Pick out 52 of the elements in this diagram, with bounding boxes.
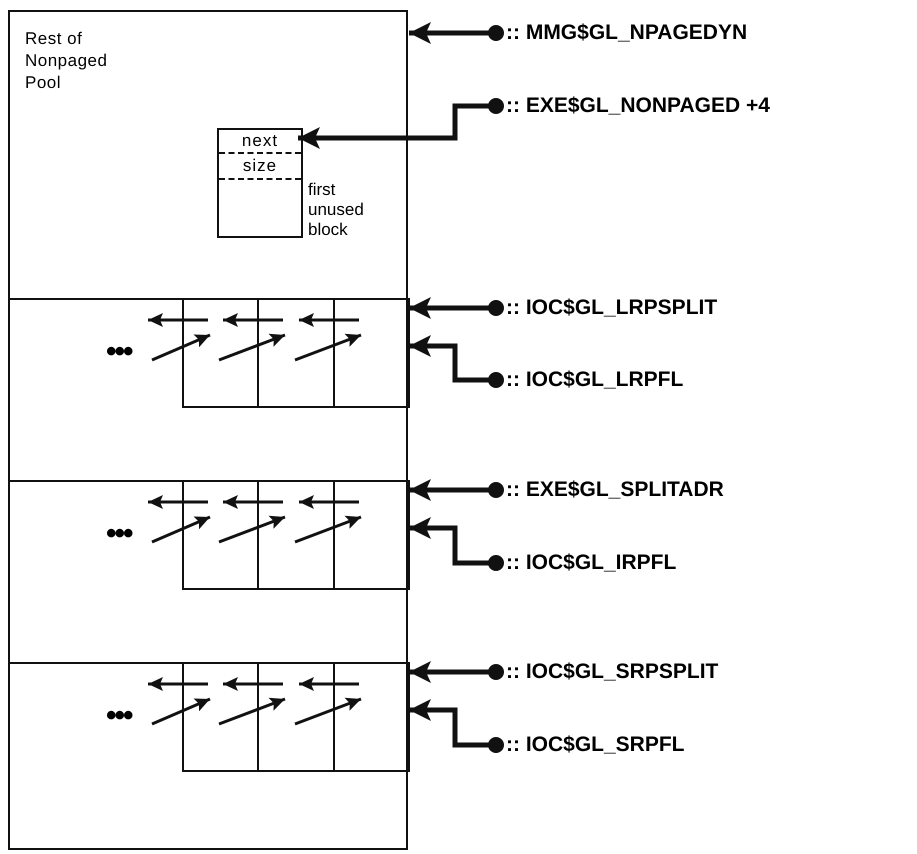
link-arrow xyxy=(299,495,359,509)
block-field: next xyxy=(219,130,301,154)
memory-region xyxy=(8,10,408,300)
pointer-arrow xyxy=(409,479,504,501)
link-arrow xyxy=(148,677,208,691)
block-caption: first unused block xyxy=(308,180,365,240)
pointer-arrow xyxy=(409,22,504,44)
region-label: Rest of Nonpaged Pool xyxy=(25,28,108,94)
memory-region xyxy=(8,662,408,850)
link-arrow xyxy=(223,495,283,509)
link-arrow xyxy=(218,334,286,362)
link-arrow xyxy=(151,516,211,544)
pointer-label: :: IOC$GL_SRPSPLIT xyxy=(506,658,718,686)
memory-block xyxy=(217,128,303,238)
link-arrow xyxy=(151,698,211,726)
pointer-arrow xyxy=(409,661,504,683)
ellipsis-dots: ••• xyxy=(106,704,152,728)
list-entry xyxy=(333,662,410,772)
link-arrow xyxy=(148,495,208,509)
block-field: size xyxy=(219,154,301,180)
link-arrow xyxy=(218,698,286,726)
ellipsis-dots: ••• xyxy=(106,522,152,546)
link-arrow xyxy=(223,313,283,327)
pointer-arrow xyxy=(298,98,504,149)
link-arrow xyxy=(294,334,362,362)
ellipsis-dots: ••• xyxy=(106,340,152,364)
link-arrow xyxy=(299,677,359,691)
list-entry xyxy=(182,480,259,590)
pointer-arrow xyxy=(409,297,504,319)
pointer-label: :: IOC$GL_LRPFL xyxy=(506,366,684,394)
link-arrow xyxy=(148,313,208,327)
list-entry xyxy=(182,662,259,772)
link-arrow xyxy=(223,677,283,691)
pointer-label: :: MMG$GL_NPAGEDYN xyxy=(506,19,748,47)
list-entry xyxy=(333,480,410,590)
memory-region xyxy=(8,298,408,482)
link-arrow xyxy=(294,698,362,726)
link-arrow xyxy=(294,516,362,544)
memory-region xyxy=(8,480,408,664)
pointer-arrow xyxy=(409,517,504,571)
link-arrow xyxy=(218,516,286,544)
pointer-label: :: EXE$GL_NONPAGED +4 xyxy=(506,92,770,120)
pointer-label: :: IOC$GL_LRPSPLIT xyxy=(506,294,718,322)
link-arrow xyxy=(151,334,211,362)
list-entry xyxy=(182,298,259,408)
pointer-label: :: IOC$GL_IRPFL xyxy=(506,549,676,577)
pointer-label: :: EXE$GL_SPLITADR xyxy=(506,476,724,504)
list-entry xyxy=(333,298,410,408)
pointer-arrow xyxy=(409,699,504,753)
link-arrow xyxy=(299,313,359,327)
pointer-label: :: IOC$GL_SRPFL xyxy=(506,731,685,759)
pointer-arrow xyxy=(409,335,504,388)
